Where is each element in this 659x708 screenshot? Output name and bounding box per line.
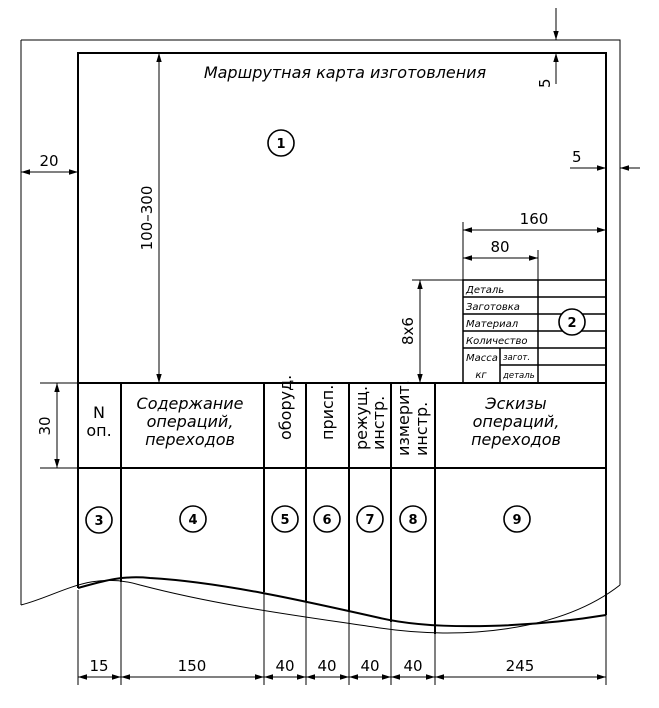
col-measuring-header: измерит. — [394, 380, 413, 456]
dim-col-width: 40 — [275, 657, 294, 675]
col-cutting-header: инстр. — [369, 396, 388, 450]
dim-block-rows: 8х6 — [399, 317, 417, 345]
col-sketches-header: Эскизы — [484, 394, 546, 413]
callout-label: 3 — [94, 514, 103, 529]
col-sketches-header: переходов — [471, 430, 561, 449]
callout-label: 5 — [280, 513, 289, 528]
col-content-header: операций, — [147, 412, 234, 431]
dim-right-margin: 5 — [572, 148, 582, 166]
callout-circle — [267, 129, 295, 157]
title-block-row: Материал — [466, 319, 519, 330]
dim-col-width: 40 — [403, 657, 422, 675]
callout-labels: 1 2 3 4 5 6 7 8 9 — [94, 137, 576, 529]
mass-unit: кг — [475, 370, 487, 381]
callout-label: 8 — [408, 513, 417, 528]
dim-col-width: 150 — [178, 657, 207, 675]
callout-label: 6 — [322, 513, 331, 528]
card-title: Маршрутная карта изготовления — [204, 63, 487, 82]
mass-sub-blank: загот. — [503, 353, 530, 363]
col-number-header: N — [93, 403, 105, 422]
callout-circle — [85, 506, 113, 534]
dim-block-width: 160 — [520, 210, 549, 228]
dimension-lines — [21, 8, 640, 685]
dim-col-width: 40 — [360, 657, 379, 675]
col-number-header: оп. — [86, 421, 111, 440]
sheet-outline — [20, 39, 621, 634]
callout-circle — [271, 505, 299, 533]
callout-circle — [558, 308, 586, 336]
col-sketches-header: операций, — [473, 412, 560, 431]
callout-label: 1 — [276, 137, 285, 152]
dim-left-margin: 20 — [39, 152, 58, 170]
callout-circle — [313, 505, 341, 533]
dim-col-width: 245 — [506, 657, 535, 675]
col-content-header: Содержание — [137, 394, 244, 413]
col-equipment-header: оборуд. — [276, 375, 295, 440]
dim-col-width: 15 — [89, 657, 108, 675]
title-block: Деталь Заготовка Материал Количество Мас… — [462, 279, 607, 384]
col-measuring-header: инстр. — [412, 402, 431, 456]
col-fixture-header: присп. — [318, 385, 337, 440]
callout-circle — [503, 505, 531, 533]
column-headers: N оп. Содержание операций, переходов обо… — [86, 375, 561, 456]
callout-label: 9 — [512, 513, 521, 528]
title-block-row: Масса — [466, 353, 498, 364]
callout-circle — [356, 505, 384, 533]
dim-col-width: 40 — [317, 657, 336, 675]
mass-sub-part: деталь — [502, 371, 535, 381]
dim-top-margin: 5 — [536, 78, 554, 88]
callout-circle — [399, 505, 427, 533]
callouts — [85, 129, 586, 534]
dim-block-col: 80 — [490, 238, 509, 256]
title-block-row: Количество — [466, 336, 528, 347]
title-block-row: Заготовка — [466, 302, 520, 313]
column-dividers — [120, 383, 436, 634]
col-content-header: переходов — [145, 430, 235, 449]
callout-label: 7 — [365, 513, 374, 528]
col-cutting-header: режущ. — [352, 386, 371, 450]
callout-label: 4 — [188, 513, 197, 528]
dim-field-height: 100–300 — [138, 186, 156, 251]
callout-circle — [179, 505, 207, 533]
dim-header-height: 30 — [36, 416, 54, 435]
callout-label: 2 — [567, 316, 576, 331]
dimension-labels: 5 5 20 100–300 30 160 80 8х6 15 150 40 4… — [36, 78, 582, 675]
title-block-row: Деталь — [465, 285, 504, 296]
